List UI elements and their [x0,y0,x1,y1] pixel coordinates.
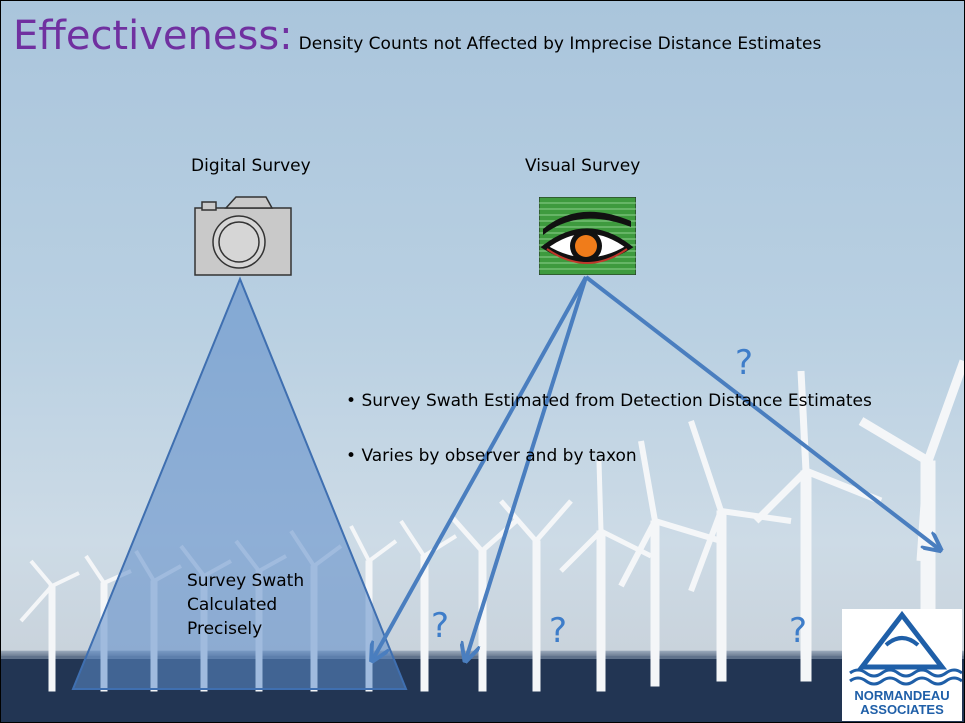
swath-caption-line1: Survey Swath [187,571,305,591]
swath-caption-line2: Calculated [187,595,278,615]
logo-line1: NORMANDEAU [854,688,950,703]
normandeau-logo: NORMANDEAU ASSOCIATES [842,609,963,721]
logo-mark [849,610,963,686]
logo-line2: ASSOCIATES [860,702,944,717]
bullet-varies-text: Varies by observer and by taxon [361,446,637,466]
question-mark: ? [789,611,808,651]
detection-arrows [373,275,939,659]
slide-title: Effectiveness:Density Counts not Affecte… [13,13,821,59]
question-mark: ? [735,343,754,383]
question-mark: ? [431,606,450,646]
digital-survey-label: Digital Survey [191,156,311,176]
title-main: Effectiveness: [13,13,293,59]
eye-icon [539,197,636,275]
bullet-swath-estimated-text: Survey Swath Estimated from Detection Di… [361,391,872,411]
title-subtitle: Density Counts not Affected by Imprecise… [298,34,822,54]
camera-icon [194,196,292,276]
swath-caption: Survey Swath Calculated Precisely [187,569,304,641]
bullet-varies: • Varies by observer and by taxon [346,446,637,466]
swath-caption-line3: Precisely [187,619,263,639]
visual-survey-label: Visual Survey [525,156,641,176]
survey-swath-triangle [71,276,408,690]
question-mark: ? [549,611,568,651]
bullet-swath-estimated: • Survey Swath Estimated from Detection … [346,391,872,411]
